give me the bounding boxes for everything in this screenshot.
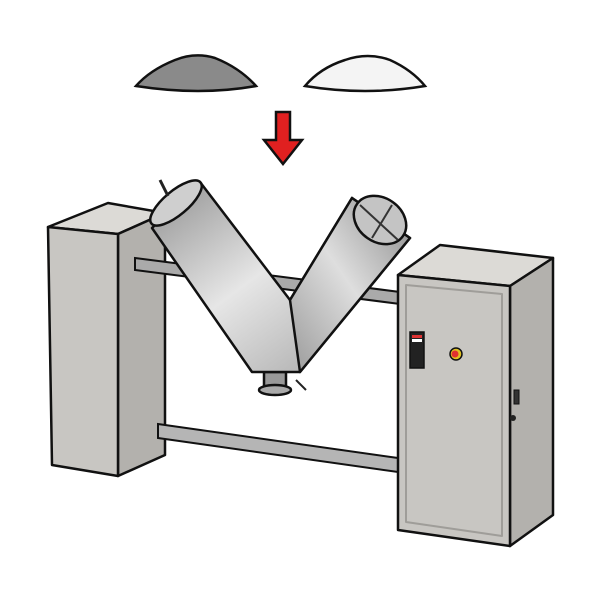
left-support-cabinet bbox=[46, 201, 167, 478]
v-blender-vessel bbox=[149, 179, 412, 397]
lower-crossbar bbox=[157, 422, 399, 474]
side-handle[interactable] bbox=[513, 389, 520, 405]
dark-powder-pile bbox=[133, 54, 259, 93]
side-lock[interactable] bbox=[510, 415, 516, 421]
emergency-stop-button[interactable] bbox=[449, 347, 463, 361]
white-powder-pile bbox=[302, 54, 428, 93]
control-display bbox=[409, 331, 425, 369]
down-arrow-icon bbox=[261, 110, 305, 167]
control-cabinet bbox=[396, 243, 555, 548]
